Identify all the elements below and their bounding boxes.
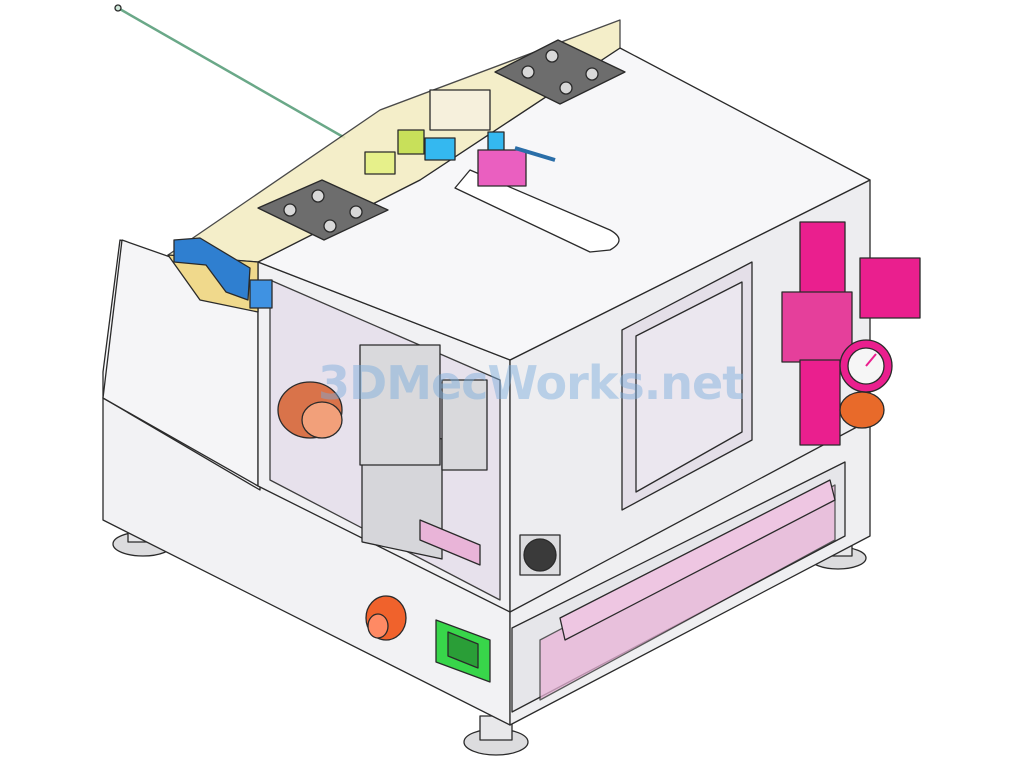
lower-drawer: [511, 461, 846, 713]
cooling-fan-icon: [519, 534, 561, 576]
pressure-gauge-icon: [839, 339, 893, 393]
orange-fitting: [277, 381, 343, 439]
contactor-block: [359, 344, 488, 471]
red-knob-icon: [365, 595, 407, 641]
hinge-left-icon: [257, 179, 389, 241]
side-window: [621, 261, 753, 511]
hinge-right-icon: [494, 39, 626, 105]
top-components: [364, 89, 556, 187]
latch-icon: [173, 237, 273, 309]
guide-rod-icon: [114, 4, 346, 140]
orange-valve: [839, 391, 885, 429]
air-filter-regulator-icon: [781, 221, 921, 446]
top-slot: [454, 169, 620, 253]
power-socket-icon: [435, 619, 491, 683]
